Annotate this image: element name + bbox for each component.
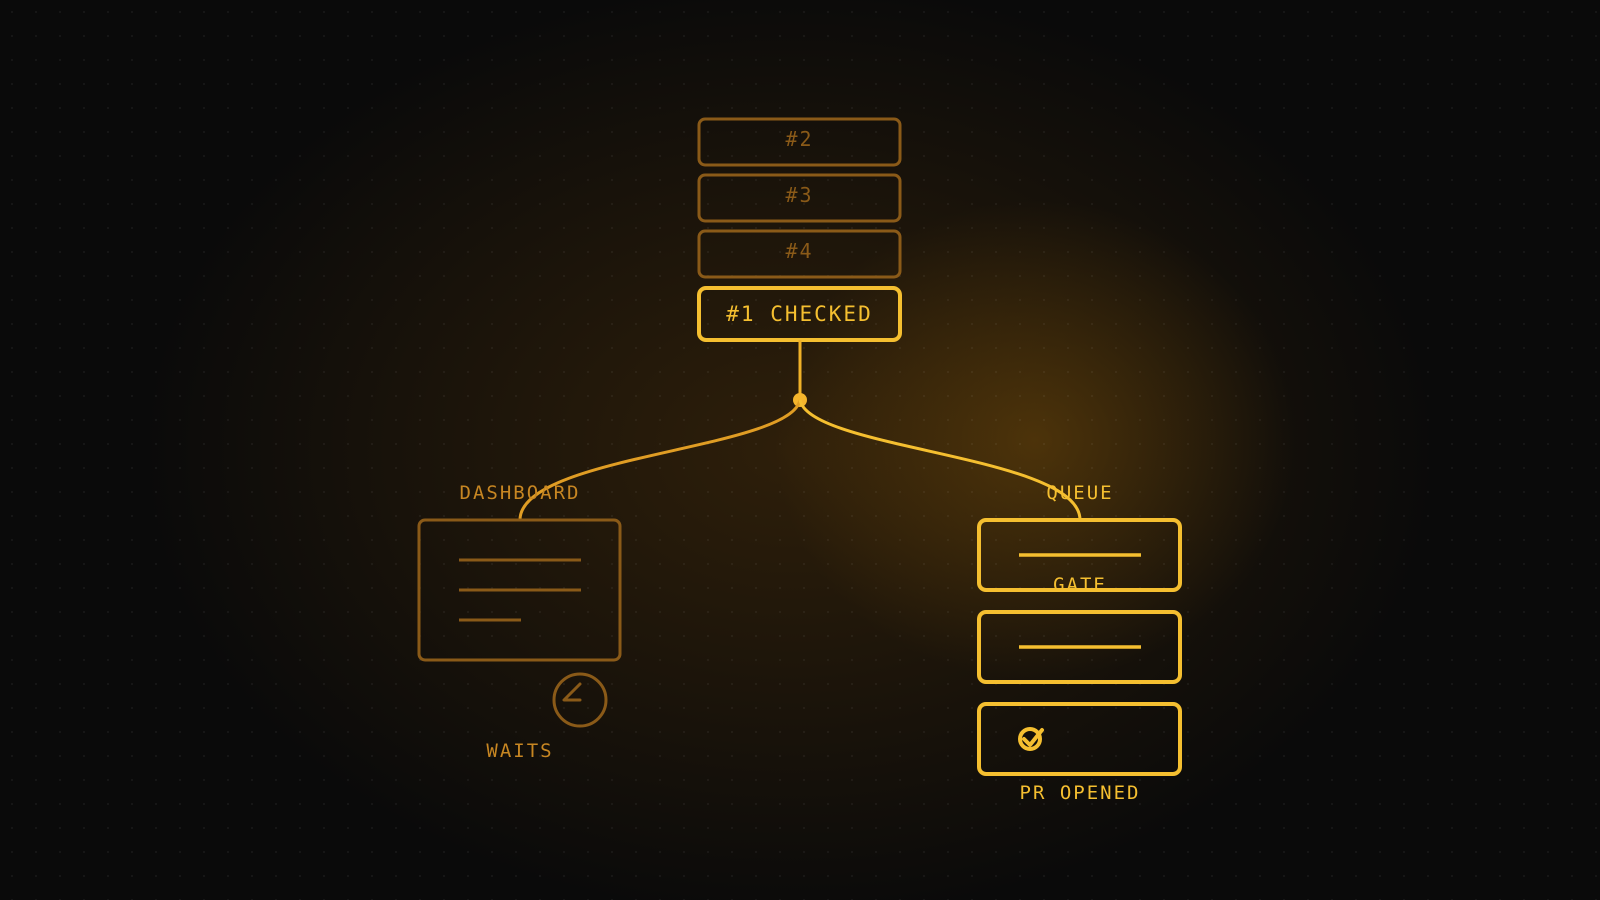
queue-box-3 (697, 173, 902, 223)
branch-connector-right (798, 399, 1082, 521)
dashboard-panel (417, 518, 622, 662)
queue-label-4: #4 (785, 239, 814, 263)
queue-panel-1 (977, 518, 1182, 592)
branch-connector-left (518, 399, 802, 521)
queue-panel-2 (977, 610, 1182, 684)
queue-title: QUEUE (1046, 482, 1114, 504)
queue-box-2 (697, 117, 902, 167)
queue-label-3: #3 (785, 183, 814, 207)
waits-caption: WAITS (486, 740, 554, 762)
queue-panel-3 (977, 702, 1182, 776)
gate-label: GATE (1053, 574, 1107, 596)
queue-label-checked: #1 CHECKED (726, 302, 873, 326)
clock-icon (552, 672, 608, 728)
queue-box-4 (697, 229, 902, 279)
check-badge-icon (1018, 727, 1044, 751)
queue-label-2: #2 (785, 127, 814, 151)
pr-opened-caption: PR OPENED (1019, 782, 1141, 804)
dashboard-title: DASHBOARD (459, 482, 581, 504)
